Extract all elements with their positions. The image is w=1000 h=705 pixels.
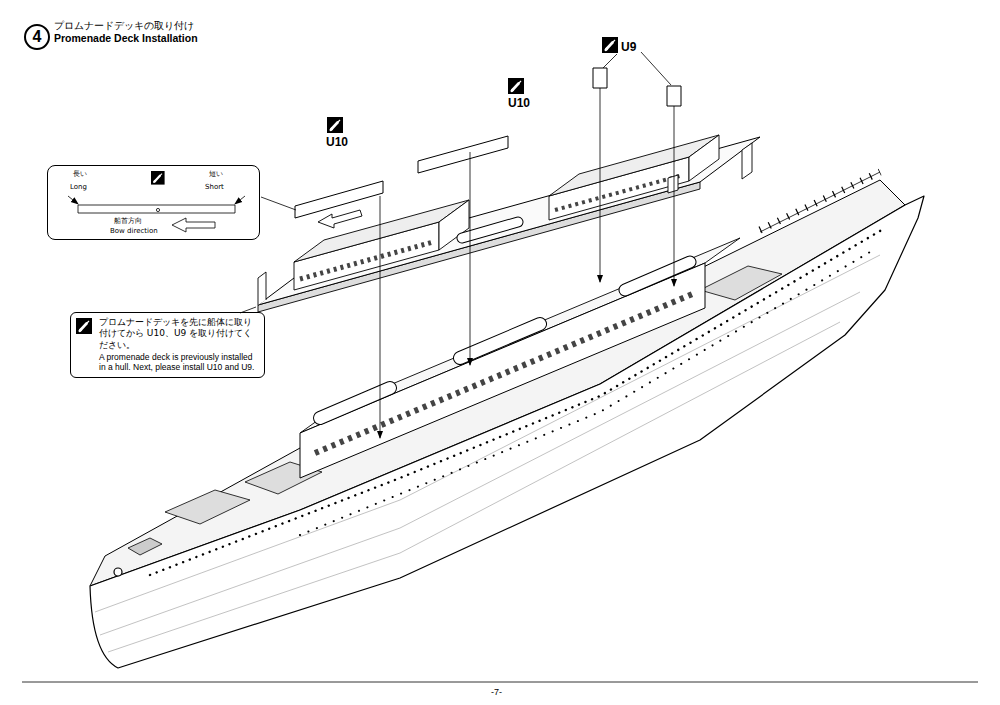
promenade-deck-part-shape xyxy=(258,182,700,312)
hull-superstructure-shape xyxy=(320,388,390,418)
inset-drawing-shape xyxy=(156,208,159,211)
hull-shape xyxy=(95,255,880,612)
hull-superstructure-shape xyxy=(315,293,695,453)
hull-shape xyxy=(700,266,782,300)
inset-drawing-shape xyxy=(78,205,235,213)
promenade-deck-part-shape xyxy=(742,143,752,179)
promenade-deck-part-shape xyxy=(549,135,719,196)
inset-drawing-shape xyxy=(172,218,215,232)
step-title: プロムナードデッキの取り付け xyxy=(54,19,194,33)
leader-line-shape xyxy=(470,152,471,365)
leader-line xyxy=(240,52,674,438)
page-rule xyxy=(22,682,978,683)
promenade-deck-part-shape xyxy=(555,175,683,210)
glue-symbol-shape xyxy=(327,117,343,133)
hull-shape xyxy=(300,252,870,535)
note-box: プロムナードデッキを先に船体に取り付けてから U10、U9 を取り付けてください… xyxy=(70,312,265,378)
hull xyxy=(90,172,924,668)
inset-drawing xyxy=(68,196,245,232)
step-title-english: Promenade Deck Installation xyxy=(54,32,198,44)
glue-symbol-shape xyxy=(76,318,92,334)
hull-superstructure-shape xyxy=(300,263,705,478)
inset-drawing-shape xyxy=(235,196,245,204)
hull-shape xyxy=(150,228,885,575)
separate-parts-shape xyxy=(318,210,362,228)
promenade-deck-part-shape xyxy=(689,135,719,181)
hull-superstructure-shape xyxy=(320,388,390,418)
inset-box-text: 船首方向 xyxy=(114,217,142,225)
step-number: 4 xyxy=(24,24,50,50)
inset-box-text: Short xyxy=(205,183,224,191)
separate-parts xyxy=(295,68,681,228)
hull-superstructure-shape xyxy=(625,262,690,290)
leader-line-shape xyxy=(380,196,381,438)
leader-line-shape xyxy=(603,54,617,68)
leader-line-shape xyxy=(641,52,671,85)
part-callout: U10 xyxy=(508,96,530,110)
glue-symbol-shape xyxy=(151,171,165,185)
hull-shape xyxy=(128,538,162,555)
step-number-text: 4 xyxy=(33,29,42,45)
hull-superstructure-shape xyxy=(460,324,540,358)
note-box-text: A promenade deck is previously installed… xyxy=(99,352,258,372)
inset-box-text: 短い xyxy=(209,170,223,178)
promenade-deck-part-shape xyxy=(668,175,678,193)
separate-parts-shape xyxy=(667,86,681,106)
hull-superstructure-shape xyxy=(625,262,690,290)
inset-box-text: Long xyxy=(70,183,87,191)
promenade-deck-part-shape xyxy=(300,242,433,279)
page-rule-shape xyxy=(22,682,978,683)
leader-line-shape xyxy=(674,106,675,286)
leader-line-shape xyxy=(261,197,296,210)
separate-parts-shape xyxy=(295,181,383,218)
inset-drawing-shape xyxy=(68,196,78,204)
inset-box-text: 長い xyxy=(73,170,87,178)
hull-superstructure-shape xyxy=(460,324,540,358)
hull-shape xyxy=(90,196,924,668)
page-number: -7- xyxy=(491,687,502,697)
hull-shape xyxy=(760,172,880,232)
hull-shape xyxy=(165,490,250,524)
promenade-deck-part-shape xyxy=(258,137,760,305)
glue-symbol-shape xyxy=(508,78,524,94)
leader-line-shape xyxy=(600,88,601,282)
hull-shape xyxy=(114,568,122,576)
promenade-deck-part-shape xyxy=(258,272,266,305)
part-callout: U9 xyxy=(621,40,636,54)
glue-symbol xyxy=(76,37,618,334)
inset-box-text: Bow direction xyxy=(110,227,158,235)
inset-box: 長い Long 短い Short 船首方向 Bow direction xyxy=(47,165,260,240)
promenade-deck-part xyxy=(258,135,760,312)
note-box-text: プロムナードデッキを先に船体に取り付けてから U10、U9 を取り付けてください… xyxy=(99,317,258,351)
hull-shape xyxy=(100,292,860,635)
separate-parts-shape xyxy=(593,68,607,88)
glue-symbol-shape xyxy=(602,37,618,53)
part-callout: U10 xyxy=(326,135,348,149)
separate-parts-shape xyxy=(418,136,508,173)
